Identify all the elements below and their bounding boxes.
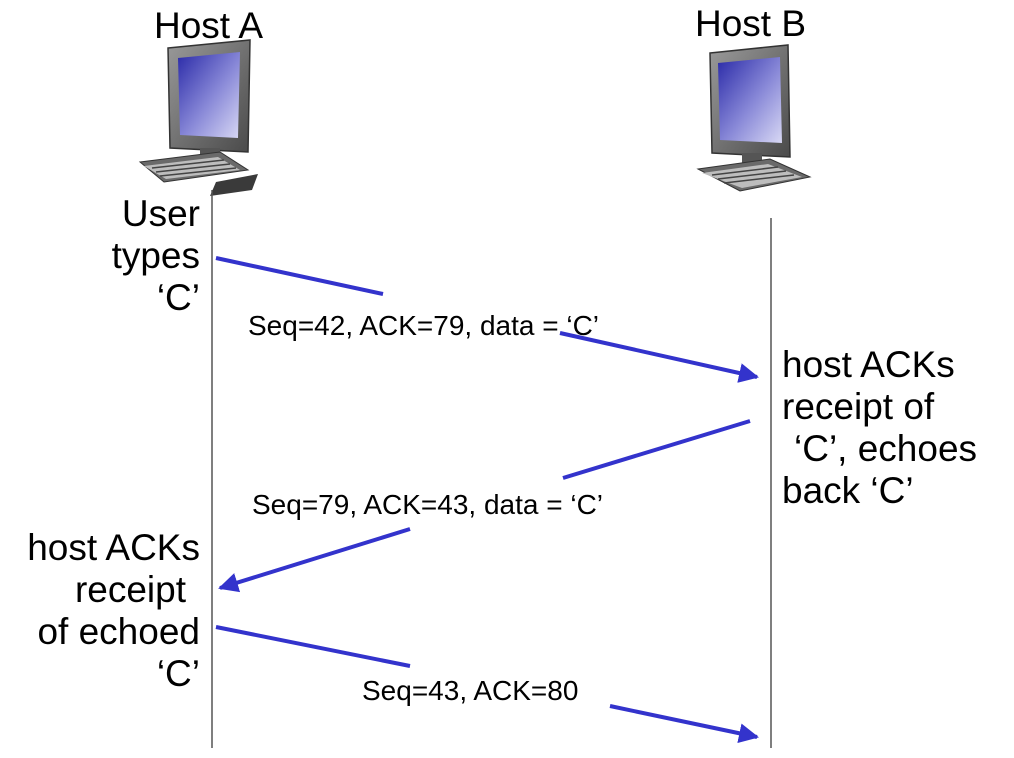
message-1-label: Seq=42, ACK=79, data = ‘C’ bbox=[248, 310, 600, 341]
host-a-computer-icon bbox=[138, 39, 258, 196]
annotation-line: of echoed bbox=[37, 611, 200, 652]
host-a-ack-annotation: host ACKs receipt of echoed ‘C’ bbox=[27, 527, 200, 695]
message-3-arrow bbox=[215, 625, 759, 744]
host-b-label: Host B bbox=[695, 3, 807, 44]
annotation-line: ‘C’, echoes bbox=[794, 428, 978, 469]
annotation-line: ‘C’ bbox=[156, 277, 200, 318]
host-a-label: Host A bbox=[154, 5, 263, 46]
annotation-line: host ACKs bbox=[27, 527, 200, 568]
annotation-line: User bbox=[121, 193, 200, 234]
user-types-annotation: User types ‘C’ bbox=[112, 193, 200, 319]
message-2-arrow bbox=[218, 419, 751, 593]
host-b-ack-annotation: host ACKs receipt of ‘C’, echoes back ‘C… bbox=[782, 344, 977, 512]
host-b-computer-icon bbox=[696, 44, 812, 192]
annotation-line: ‘C’ bbox=[156, 653, 200, 694]
annotation-line: back ‘C’ bbox=[782, 470, 914, 511]
message-2-label: Seq=79, ACK=43, data = ‘C’ bbox=[252, 489, 604, 520]
annotation-line: receipt of bbox=[782, 386, 935, 427]
message-3-label: Seq=43, ACK=80 bbox=[362, 675, 579, 706]
annotation-line: types bbox=[111, 235, 200, 276]
annotation-line: host ACKs bbox=[782, 344, 955, 385]
message-1-arrow bbox=[215, 256, 759, 383]
annotation-line: receipt bbox=[74, 569, 186, 610]
